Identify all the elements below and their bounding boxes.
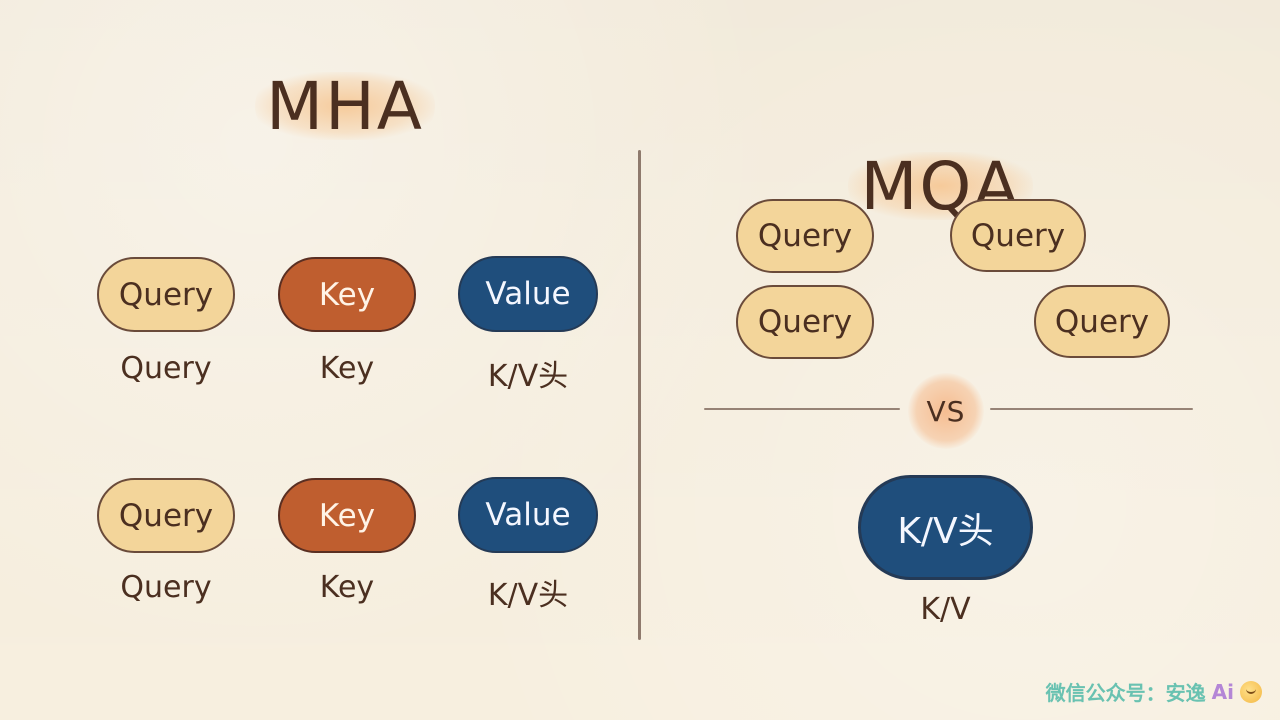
vs-badge: VS	[908, 373, 984, 449]
vs-glow	[908, 373, 984, 449]
vs-text: VS	[926, 394, 966, 428]
mqa-query-pill: Query	[736, 199, 874, 273]
title-mha: MHA	[266, 67, 424, 145]
mha-row1-key-label: Key	[319, 351, 375, 386]
mha-row2-query-label: Query	[120, 570, 212, 605]
watermark-text: 微信公众号：安逸	[1045, 681, 1206, 705]
watermark-ai: Ai	[1211, 679, 1234, 704]
vertical-divider	[638, 150, 641, 640]
mqa-query-pill: Query	[736, 285, 874, 359]
mqa-query-pill: Query	[950, 199, 1086, 272]
title-mha-wrap: MHA	[255, 66, 435, 146]
watermark: 微信公众号：安逸 Ai	[1046, 677, 1262, 706]
mha-row2-value-pill: Value	[458, 477, 598, 553]
title-glow	[255, 72, 435, 140]
mha-row1-value-pill: Value	[458, 256, 598, 332]
mha-row2-query-pill: Query	[97, 478, 235, 553]
horizontal-divider-right	[990, 408, 1193, 410]
mqa-shared-kv-pill: K/V头	[858, 475, 1033, 580]
mha-row1-value-label: K/V头	[487, 359, 569, 394]
mha-row2-value-label: K/V头	[487, 578, 569, 613]
horizontal-divider-left	[704, 408, 900, 410]
mha-row1-query-label: Query	[120, 351, 212, 386]
mqa-shared-kv-label: K/V	[920, 592, 971, 627]
mha-row2-key-pill: Key	[278, 478, 416, 553]
smile-icon	[1240, 680, 1262, 703]
mha-row1-key-pill: Key	[278, 257, 416, 332]
mha-row2-key-label: Key	[319, 570, 375, 605]
mha-row1-query-pill: Query	[97, 257, 235, 332]
mqa-query-pill: Query	[1034, 285, 1170, 358]
